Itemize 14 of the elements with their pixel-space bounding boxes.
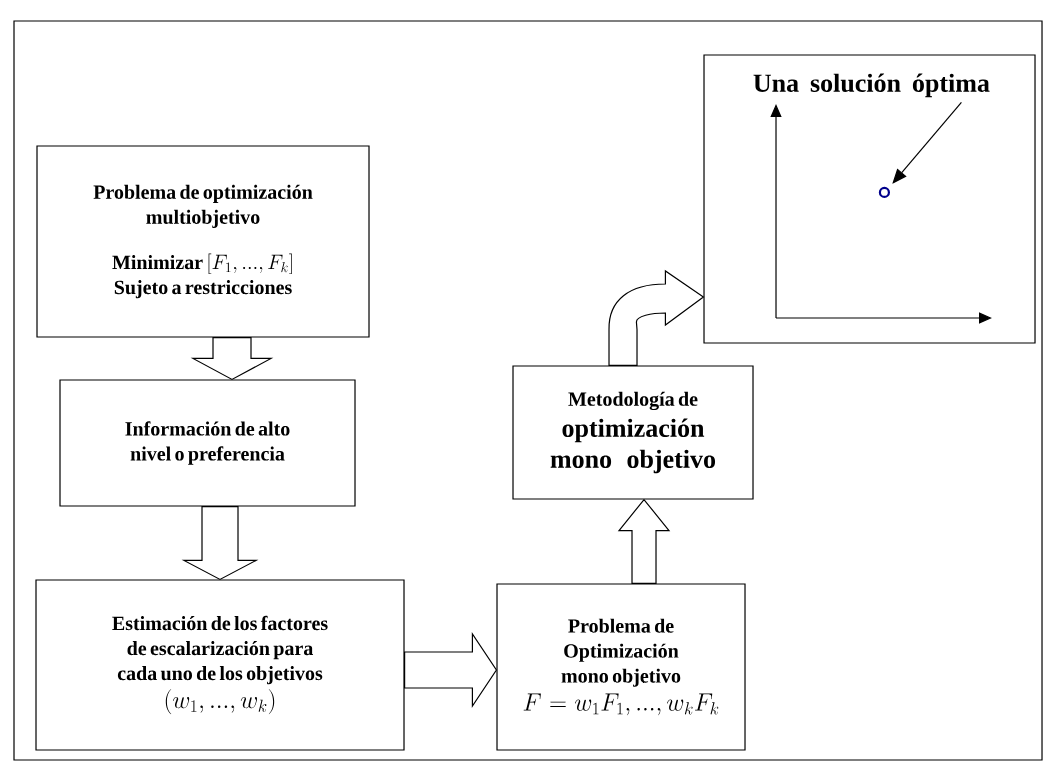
- curved-block-arrow: [608, 270, 704, 366]
- leader-arrow: [892, 101, 962, 184]
- block-arrow: [181, 506, 259, 581]
- block-arrow: [190, 337, 274, 381]
- data-point: [878, 186, 890, 198]
- block-arrow: [617, 498, 671, 584]
- heading: Una solución óptima: [753, 73, 990, 98]
- process-box: Problema de optimización multiobjetivo Minimizar $\left[F_{1},...,F_{k}\right]$ Sujeto a restricciones: [36, 145, 370, 338]
- process-box: Información de alto nivel o preferencia: [59, 379, 356, 507]
- process-box: Metodología de optimización mono objetivo: [512, 365, 754, 500]
- process-box: Estimación de los factores de escalarización para cada uno de los objetivos $\left(w_{1},...,w_{k}\right)$: [35, 579, 405, 751]
- process-box: Problema de Optimización mono objetivo $F=w_{1}F_{1},...,w_{k}F_{k}$: [496, 583, 746, 751]
- chart-box: [703, 54, 1036, 344]
- block-arrow: [404, 632, 498, 708]
